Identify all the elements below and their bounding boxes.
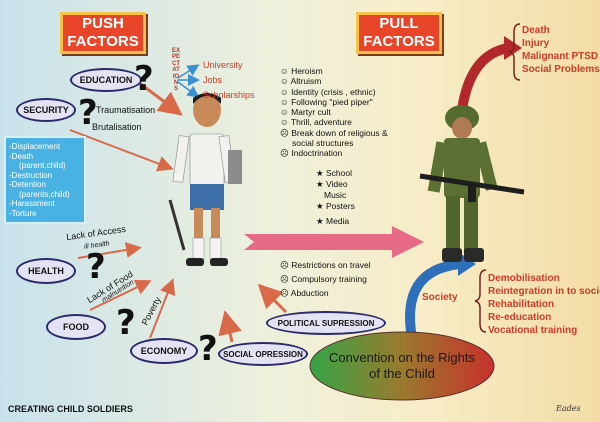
node-social-oppression: SOCIAL OPRESSION [218, 342, 308, 366]
pull-title-line-2: FACTORS [363, 33, 435, 50]
reintegration-demobilisation: Demobilisation [488, 273, 560, 284]
convention-line-2: of the Child [369, 366, 435, 381]
expectation-jobs: Jobs [203, 75, 223, 85]
effect-destruction: -Destruction [9, 170, 53, 180]
motive-heroism: ☺ Heroism [280, 66, 323, 76]
media-list: ★ School ★ Video Music ★ Posters ★ Media [316, 168, 355, 227]
media-music: Music [324, 190, 347, 200]
convention-line-1: Convention on the Rights [329, 350, 475, 365]
motive-indoctrination: ☹ Indoctrination [280, 148, 343, 159]
pink-arrow [244, 226, 424, 258]
arrow-scholarships [177, 81, 200, 98]
coercion-list: ☹ Restrictions on travel ☹ Compulsory tr… [280, 258, 371, 300]
question-mark-health: ? [86, 247, 106, 287]
security-effects-box: -Displacement -Death (parent,child) -Des… [4, 136, 86, 224]
child-figure [168, 93, 242, 266]
expectations-list: University Jobs Scholarships [203, 58, 255, 103]
motive-breakdown: ☹ Break down of religious & [280, 127, 388, 138]
arrow-political [257, 283, 288, 314]
expectation-scholarships: Scholarships [203, 90, 255, 100]
effect-death: -Death [9, 151, 34, 161]
reintegration-rehabilitation: Rehabilitation [488, 299, 555, 310]
media-video: ★ Video [316, 179, 348, 189]
footer-title: CREATING CHILD SOLDIERS [8, 404, 133, 414]
consequence-ptsd: Malignant PTSD [522, 51, 599, 62]
convention-ellipse [309, 331, 495, 401]
consequence-brace [508, 23, 521, 81]
consequences-list: Death Injury Malignant PTSD Social Probl… [522, 24, 600, 76]
arrow-economy [149, 278, 176, 339]
arrow-education [137, 80, 183, 116]
coercion-training: ☹ Compulsory training [280, 274, 367, 284]
arrow-food [89, 280, 152, 311]
effect-death-detail: (parent,child) [19, 161, 66, 170]
node-health: HEALTH [16, 258, 76, 284]
expectation-university: University [203, 60, 243, 70]
motive-martyr: ☺ Martyr cult [280, 107, 331, 118]
motive-identity: ☺ Identity (crisis , ethnic) [280, 86, 376, 97]
arrow-security [69, 129, 174, 172]
consequence-death: Death [522, 25, 550, 36]
node-security: SECURITY [16, 98, 76, 122]
reintegration-society: Reintegration in to society [488, 286, 600, 297]
motive-thrill: ☺ Thrill, adventure [280, 117, 352, 128]
push-title-line-1: PUSH [82, 15, 124, 32]
question-mark-education: ? [134, 59, 154, 99]
effect-harassment: -Harassment [9, 199, 55, 208]
pull-motives-list: ☺ Heroism ☺ Altruism ☺ Identity (crisis … [280, 66, 388, 159]
consequence-curve [457, 43, 510, 111]
question-mark-economy: ? [198, 329, 218, 369]
question-mark-food: ? [116, 303, 136, 343]
arrow-social [218, 310, 242, 343]
society-curve [405, 259, 461, 339]
pull-title-line-1: PULL [379, 15, 419, 32]
node-education: EDUCATION [70, 68, 142, 92]
effect-displacement: -Displacement [9, 142, 61, 151]
society-label: Society [422, 292, 458, 303]
arrow-health [77, 242, 142, 259]
motive-pied-piper: ☺ Following "pied piper" [280, 96, 373, 107]
edge-traumatisation: Traumatisation [96, 105, 156, 115]
coercion-travel: ☹ Restrictions on travel [280, 260, 371, 270]
effect-detention: -Detention [9, 180, 46, 189]
consequence-injury: Injury [522, 38, 550, 49]
reintegration-brace [474, 269, 487, 333]
reintegration-list: Demobilisation Reintegration in to socie… [488, 272, 600, 337]
convention-text: Convention on the Rights of the Child [326, 350, 478, 382]
push-factors-title: PUSH FACTORS [60, 12, 146, 54]
edge-brutalisation: Brutalisation [92, 122, 142, 132]
consequence-social: Social Problems [522, 64, 600, 75]
node-economy: ECONOMY [130, 338, 198, 364]
node-political-suppression: POLITICAL SUPRESSION [266, 311, 386, 335]
effect-torture: -Torture [9, 208, 37, 218]
question-mark-security: ? [78, 93, 98, 133]
coercion-abduction: ☹ Abduction [280, 288, 329, 298]
pull-factors-title: PULL FACTORS [356, 12, 442, 54]
arrow-university [177, 64, 200, 79]
reintegration-vocational: Vocational training [488, 325, 578, 336]
push-title-line-2: FACTORS [67, 33, 139, 50]
society-arrowhead [458, 252, 476, 276]
motive-breakdown-cont: social structures [292, 138, 354, 149]
signature: Eades [556, 404, 581, 413]
motive-altruism: ☺ Altruism [280, 76, 322, 87]
media-school: ★ School [316, 168, 352, 178]
media-posters: ★ Posters [316, 201, 355, 211]
soldier-figure [419, 105, 525, 262]
reintegration-reeducation: Re-education [488, 312, 552, 323]
expectations-label: EXPECTATIONS [172, 48, 181, 93]
effect-detention-detail: (parents,child) [19, 189, 70, 199]
media-media: ★ Media [316, 216, 350, 226]
node-food: FOOD [46, 314, 106, 340]
